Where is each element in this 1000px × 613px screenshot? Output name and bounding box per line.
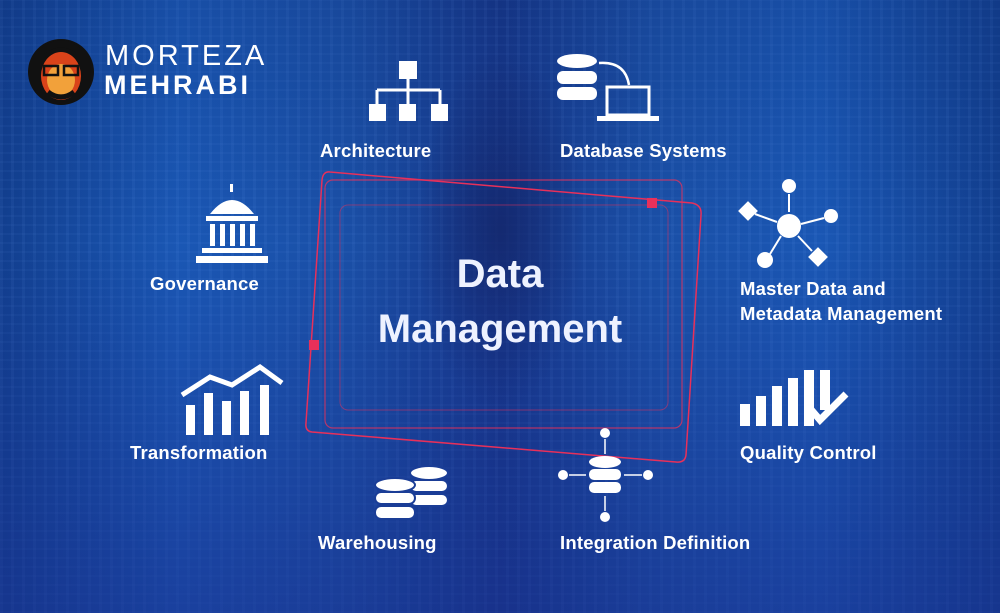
center-title-line1: Data <box>456 252 544 296</box>
government-building-icon <box>196 184 268 263</box>
topic-warehousing: Warehousing <box>318 532 437 553</box>
bar-chart-check-icon <box>740 370 849 426</box>
accent-square <box>647 198 657 208</box>
topic-governance: Governance <box>150 273 259 294</box>
author-avatar <box>28 39 94 105</box>
database-integration-icon <box>558 428 653 522</box>
topic-quality-control: Quality Control <box>740 442 877 463</box>
center-title-line2: Management <box>377 307 623 351</box>
database-stack-icon <box>374 465 449 520</box>
brand-last-name: MEHRABI <box>104 70 251 100</box>
topic-architecture: Architecture <box>320 140 432 161</box>
topic-master-data-line1: Master Data and <box>740 278 886 299</box>
topic-master-data-line2: Metadata Management <box>740 303 943 324</box>
topic-database-systems: Database Systems <box>560 140 727 161</box>
accent-square <box>309 340 319 350</box>
trend-bar-chart-icon <box>180 363 284 435</box>
brand-first-name: MORTEZA <box>105 40 268 72</box>
database-laptop-icon <box>557 54 659 121</box>
network-nodes-icon <box>738 179 838 268</box>
hierarchy-icon <box>369 61 448 121</box>
topic-transformation: Transformation <box>130 442 268 463</box>
topic-integration-definition: Integration Definition <box>560 532 751 553</box>
